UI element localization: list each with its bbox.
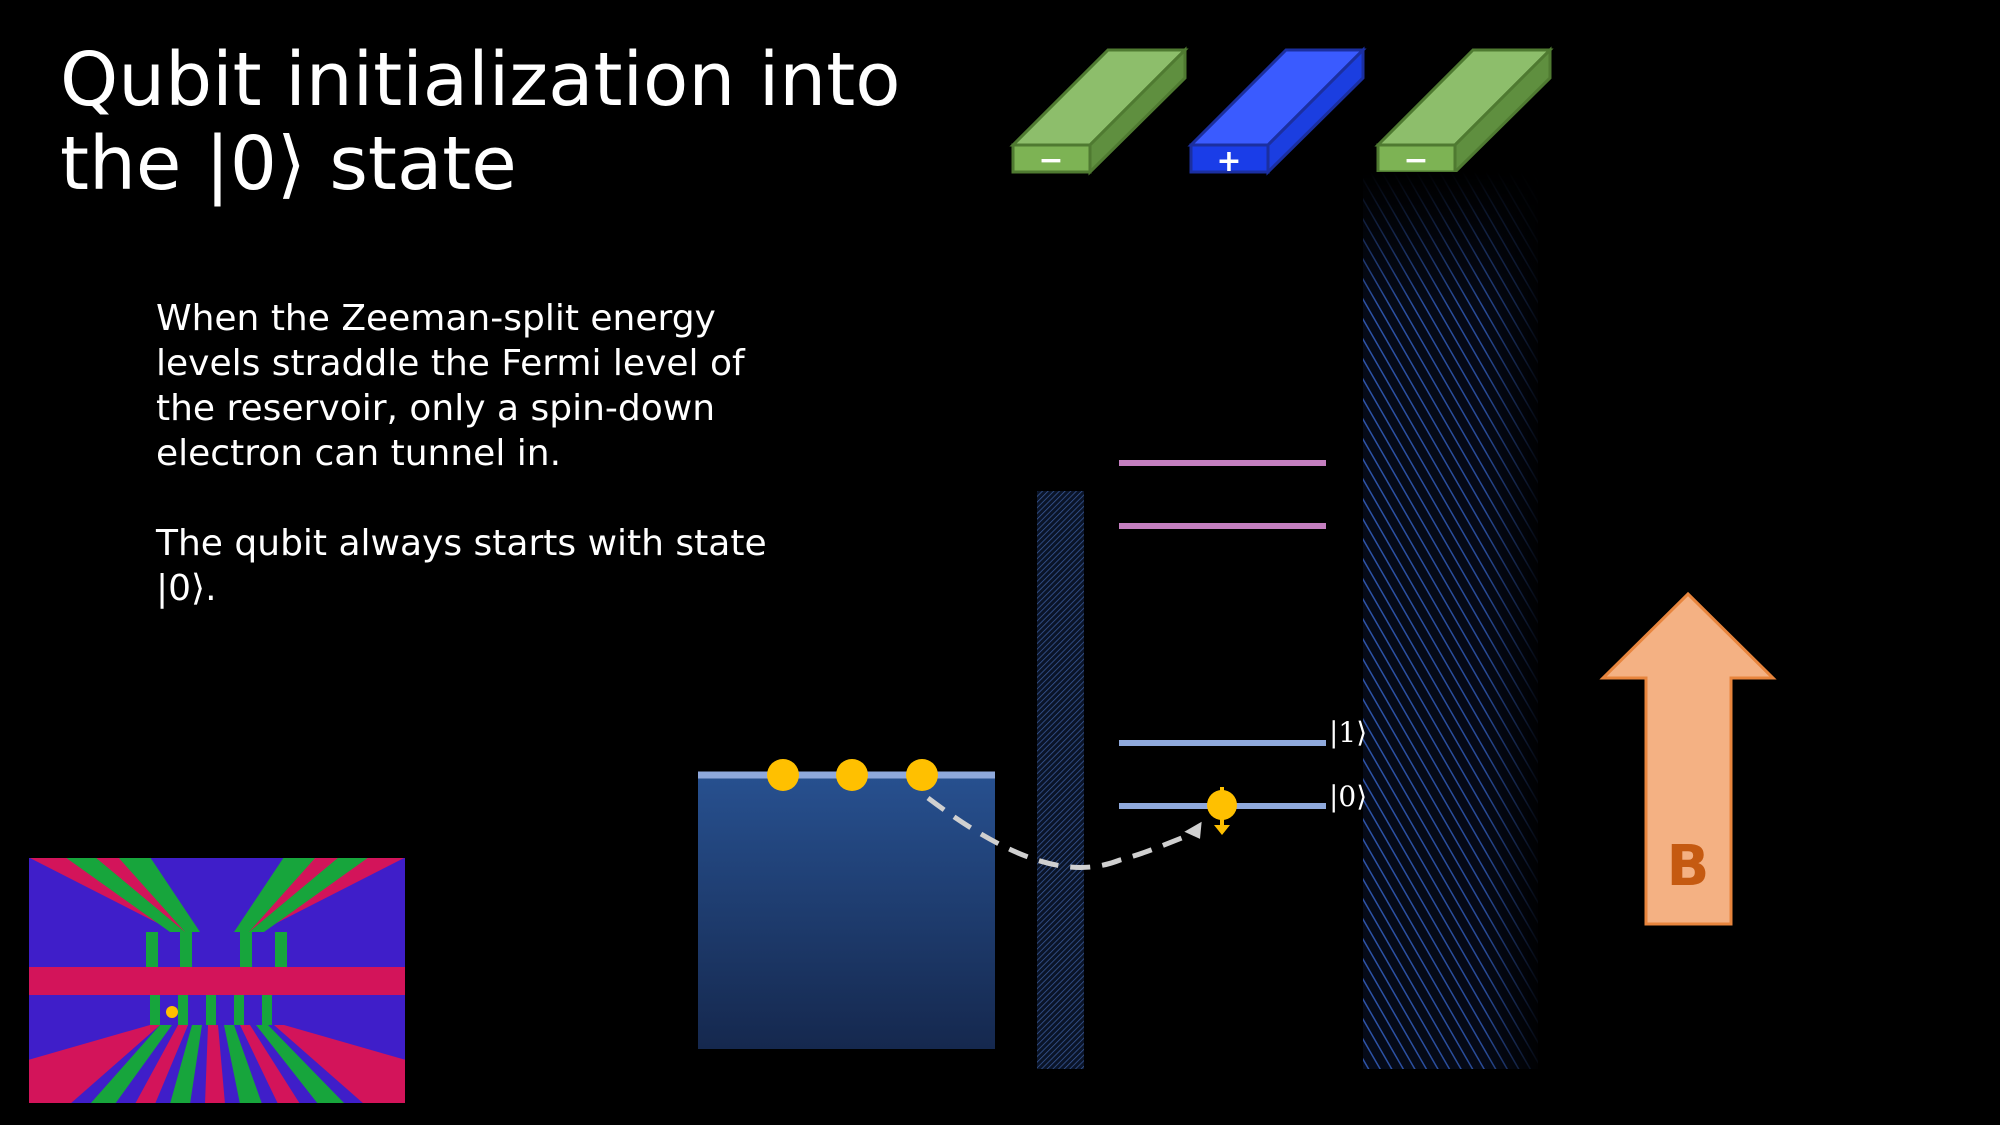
body-paragraph-2: The qubit always starts with state |0⟩. [156, 523, 767, 609]
magnetic-field-arrow: B [1599, 591, 1777, 926]
reservoir-electron [836, 759, 868, 791]
body-paragraph-1: When the Zeeman-split energy levels stra… [156, 298, 745, 474]
slide-title: Qubit initialization into the |0⟩ state [60, 38, 960, 206]
device-inset [27, 856, 407, 1105]
gate-center-sign: + [1216, 144, 1241, 179]
tunnel-barrier-left [1037, 491, 1084, 1069]
tunneling-arrow [926, 796, 1202, 870]
gate-electrode-left: − [1009, 46, 1189, 178]
reservoir-electron [767, 759, 799, 791]
reservoir-electron [906, 759, 938, 791]
field-label: B [1667, 834, 1710, 899]
gate-electrode-center: + [1187, 46, 1367, 179]
title-line-1: Qubit initialization into [60, 37, 901, 123]
ket-1-label: |1⟩ [1329, 716, 1367, 749]
tunnel-barrier-right [1363, 172, 1538, 1069]
gate-electrode-right: − [1374, 46, 1554, 178]
spin-down-electron [1207, 787, 1237, 835]
ket-0-label: |0⟩ [1329, 780, 1367, 813]
body-text: When the Zeeman-split energy levels stra… [156, 296, 796, 656]
gate-left-sign: − [1038, 143, 1063, 178]
electron-reservoir [698, 776, 995, 1049]
title-line-2: the |0⟩ state [60, 121, 517, 207]
